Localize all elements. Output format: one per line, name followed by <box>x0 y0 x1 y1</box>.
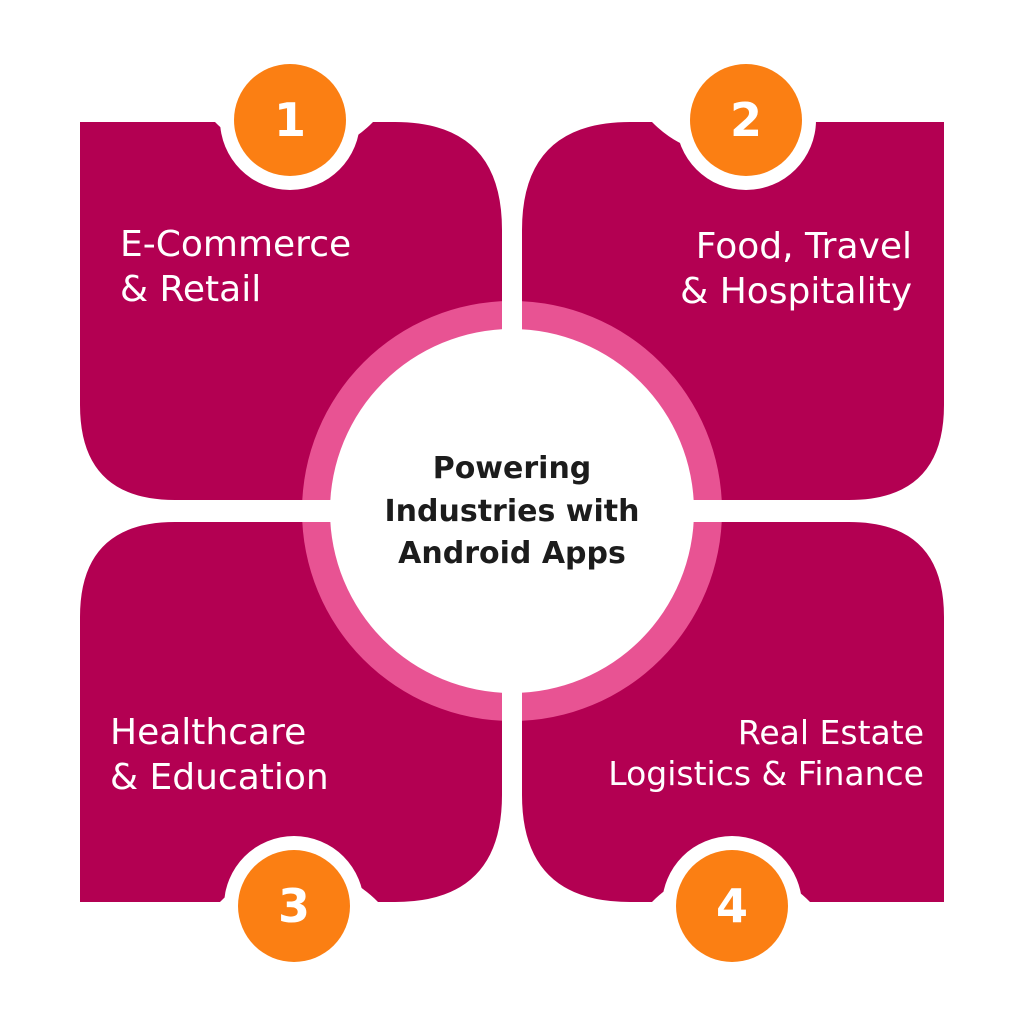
segment-4-number-badge: 4 <box>676 850 788 962</box>
segment-2-number-badge: 2 <box>690 64 802 176</box>
segment-3-number-badge: 3 <box>238 850 350 962</box>
segment-1-label: E-Commerce & Retail <box>120 222 351 312</box>
segment-3-label-line-2: & Education <box>110 757 329 798</box>
center-title-line-2: Industries with <box>384 493 640 529</box>
segment-4-label-line-2: Logistics & Finance <box>608 754 924 794</box>
segment-4-label: Real Estate Logistics & Finance <box>608 712 924 795</box>
center-title-line-1: Powering <box>432 451 592 486</box>
segment-1-label-line-1: E-Commerce <box>120 224 352 265</box>
segment-2-label: Food, Travel & Hospitality <box>680 224 912 314</box>
segment-3-label: Healthcare & Education <box>110 710 329 800</box>
segment-1-label-line-2: & Retail <box>120 269 262 310</box>
center-title-line-3: Android Apps <box>398 536 626 572</box>
segment-4-label-line-1: Real Estate <box>737 713 924 752</box>
center-disc <box>330 329 694 693</box>
segment-2-label-line-2: & Hospitality <box>680 271 912 312</box>
center-title: Powering Industries with Android Apps <box>357 448 667 576</box>
segment-2-label-line-1: Food, Travel <box>695 226 912 267</box>
segment-1-number-badge: 1 <box>234 64 346 176</box>
segment-3-label-line-1: Healthcare <box>110 712 307 753</box>
